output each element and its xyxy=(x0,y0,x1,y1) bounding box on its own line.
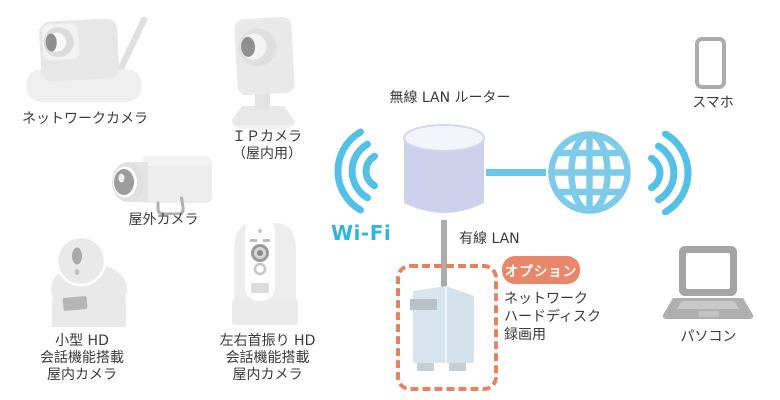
ip-camera-label-line2: （屋内用） xyxy=(232,146,302,162)
laptop-icon xyxy=(662,246,754,319)
nas-icon xyxy=(410,286,474,371)
nas-label-line1: ネットワーク xyxy=(504,291,588,307)
nas-label-line2: ハードディスク xyxy=(504,309,602,325)
ip-camera-icon xyxy=(231,17,295,131)
ip-camera-label: ＩＰカメラ （屋内用） xyxy=(207,129,327,163)
wired-lan-label: 有線 LAN xyxy=(459,231,520,247)
smartphone-label: スマホ xyxy=(692,95,734,111)
small-hd-camera-label: 小型 HD 会話機能搭載 屋内カメラ xyxy=(22,333,142,384)
internet-globe-icon xyxy=(548,131,631,214)
network-camera-label: ネットワークカメラ xyxy=(22,111,148,127)
option-badge: オプション xyxy=(502,256,580,284)
swivel-camera-label-line3: 屋内カメラ xyxy=(232,367,303,383)
smartphone-icon xyxy=(695,37,726,89)
small-hd-camera-label-line1: 小型 HD xyxy=(55,333,109,349)
wired-lan-line xyxy=(441,220,447,292)
wifi-waves-left-icon xyxy=(334,128,378,214)
wifi-label: Wi-Fi xyxy=(331,221,392,245)
small-hd-camera-label-line3: 屋内カメラ xyxy=(47,367,117,383)
laptop-label: パソコン xyxy=(680,329,737,345)
outdoor-camera-label: 屋外カメラ xyxy=(128,212,199,228)
network-camera-icon xyxy=(26,16,148,102)
small-hd-camera-label-line2: 会話機能搭載 xyxy=(40,350,124,366)
swivel-camera-label: 左右首振り HD 会話機能搭載 屋内カメラ xyxy=(195,333,340,384)
outdoor-camera-icon xyxy=(112,156,212,215)
router-label: 無線 LAN ルーター xyxy=(389,90,511,106)
swivel-camera-label-line2: 会話機能搭載 xyxy=(225,350,310,366)
ip-camera-label-line1: ＩＰカメラ xyxy=(232,129,302,145)
nas-label: ネットワーク ハードディスク 録画用 xyxy=(504,290,601,344)
small-hd-camera-icon xyxy=(51,235,127,327)
nas-label-line3: 録画用 xyxy=(504,327,546,343)
option-dashed-border xyxy=(396,264,498,391)
swivel-camera-icon xyxy=(232,217,298,325)
router-icon xyxy=(403,124,485,213)
swivel-camera-label-line1: 左右首振り HD xyxy=(219,333,316,349)
router-internet-line xyxy=(486,169,546,176)
wifi-waves-right-icon xyxy=(648,131,692,215)
